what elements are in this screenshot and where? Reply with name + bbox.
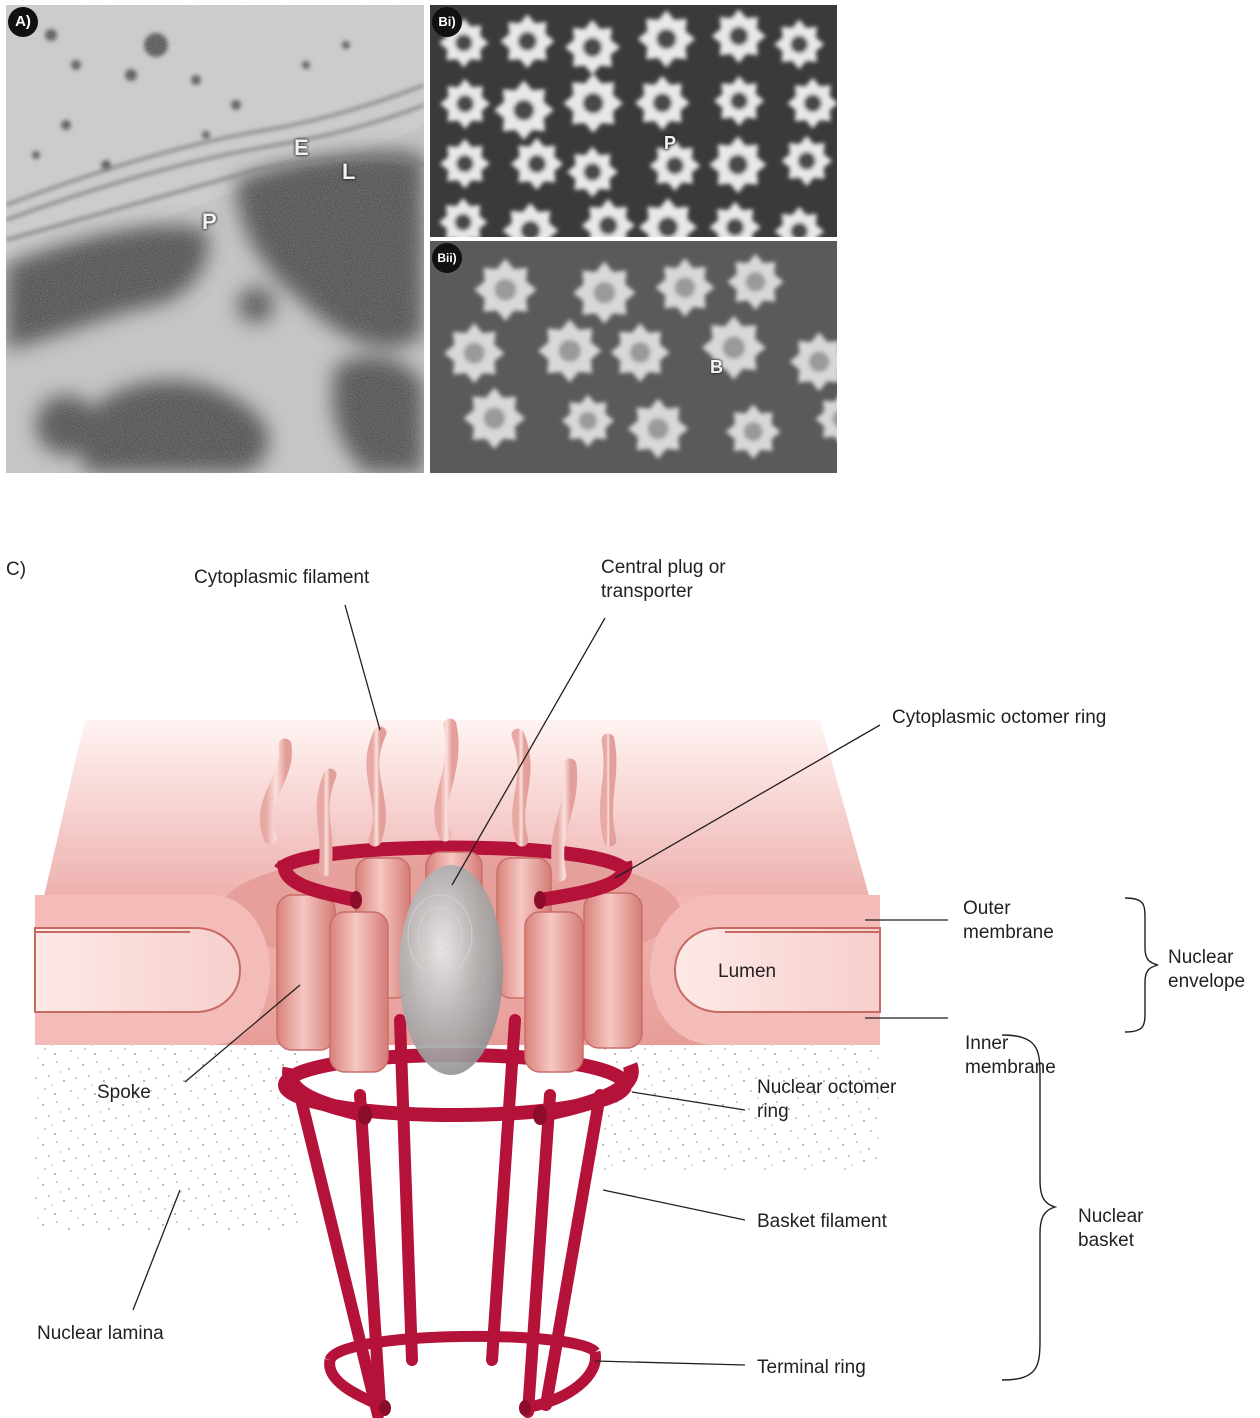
pore-center: [726, 218, 744, 236]
pore-center: [728, 155, 748, 175]
pore-center: [729, 27, 748, 46]
micrograph-panel-bi: Bi) P: [430, 5, 837, 237]
micrograph-bi-image: [430, 5, 837, 237]
pore-center: [464, 343, 485, 364]
micrograph-panel-a: A) E L P: [6, 5, 424, 473]
pore-center: [648, 418, 669, 439]
pore-center: [584, 163, 602, 181]
nuclear-lamina-label: Nuclear lamina: [37, 1322, 164, 1346]
central-plug: [399, 865, 503, 1075]
pore-center: [666, 157, 684, 175]
pore-center: [455, 214, 472, 231]
label-l: L: [342, 159, 355, 185]
pore-center: [658, 217, 678, 237]
pore-center: [630, 342, 651, 363]
pore-center: [723, 336, 745, 358]
pore-center: [744, 422, 763, 441]
pore-center: [579, 412, 597, 430]
pore-center: [456, 155, 473, 172]
pore-center: [656, 29, 676, 49]
pore-center: [593, 282, 615, 304]
left-lumen: [35, 928, 240, 1012]
pore-center: [653, 93, 672, 112]
right-lumen: [675, 928, 880, 1012]
cytoplasmic-octomer-ring-label: Cytoplasmic octomer ring: [892, 706, 1106, 730]
label-e: E: [294, 135, 309, 161]
label-p: P: [202, 209, 217, 235]
pore-center: [455, 34, 472, 51]
micrograph-a-image: [6, 5, 424, 473]
panel-bii-badge: Bii): [432, 243, 462, 273]
nuclear-lamina-left: [35, 1030, 300, 1230]
pore-center: [456, 95, 474, 113]
micrograph-panel-bii: Bii) B: [430, 241, 837, 473]
pore-center: [730, 92, 748, 110]
nuclear-envelope-brace: [1125, 898, 1158, 1032]
label-p-bi: P: [664, 133, 676, 154]
micrograph-bii-image: [430, 241, 837, 473]
spoke-front-4: [584, 893, 642, 1048]
pore-center: [675, 277, 696, 298]
nuclear-basket-brace: [1002, 1035, 1055, 1380]
lumen-label: Lumen: [718, 960, 776, 984]
spoke-front-1: [277, 895, 335, 1050]
pore-center: [583, 38, 602, 57]
spoke-front-3: [525, 912, 583, 1072]
nuclear-envelope-label: Nuclear envelope: [1168, 946, 1245, 994]
nuclear-basket-label: Nuclear basket: [1078, 1205, 1143, 1253]
outer-membrane-label: Outer membrane: [963, 897, 1054, 945]
pore-center: [798, 152, 816, 170]
pore-center: [804, 94, 822, 112]
panel-bi-badge: Bi): [432, 7, 462, 37]
pore-center: [513, 100, 534, 121]
label-b-bii: B: [710, 357, 723, 378]
central-plug-label: Central plug or transporter: [601, 556, 726, 604]
panel-a-badge: A): [8, 7, 38, 37]
nuclear-pore-diagram: [0, 540, 1260, 1418]
pore-center: [559, 340, 581, 362]
pore-center: [746, 272, 766, 292]
pore-center: [528, 155, 546, 173]
pore-center: [518, 32, 537, 51]
basket-filament-label: Basket filament: [757, 1210, 887, 1234]
inner-membrane-label: Inner membrane: [965, 1032, 1056, 1080]
nuclear-octomer-ring-label: Nuclear octomer ring: [757, 1076, 896, 1124]
terminal-ring-label: Terminal ring: [757, 1356, 866, 1380]
spoke-label: Spoke: [97, 1081, 151, 1105]
panel-c-label: C): [6, 558, 26, 582]
pore-center: [583, 93, 604, 114]
pore-center: [495, 279, 517, 301]
pore-center: [790, 36, 807, 53]
spoke-front-2: [330, 912, 388, 1072]
pore-center: [484, 407, 506, 429]
pore-center: [599, 216, 618, 235]
pore-center: [809, 351, 830, 372]
basket-filaments: [300, 1020, 600, 1415]
cytoplasmic-filament-label: Cytoplasmic filament: [194, 566, 369, 590]
